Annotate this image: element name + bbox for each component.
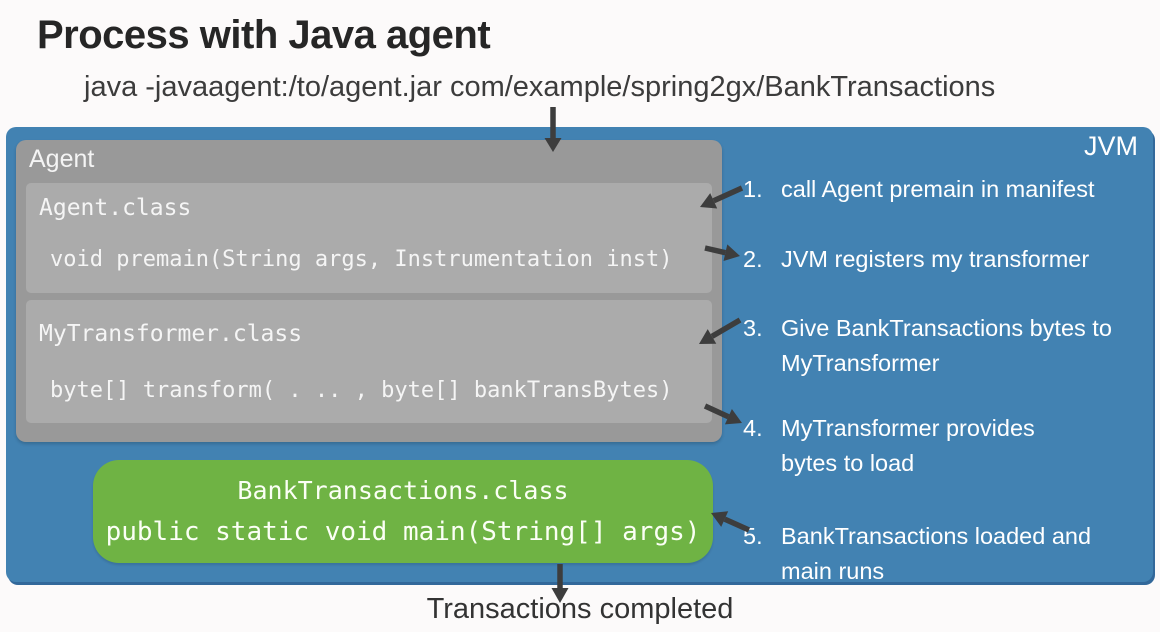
class-name: Agent.class: [39, 195, 192, 221]
step-item-3: 3. Give BankTransactions bytes to MyTran…: [743, 311, 1112, 381]
step-text: BankTransactions loaded and main runs: [781, 519, 1091, 589]
step-number: 4.: [743, 415, 763, 441]
step-item-1: 1. call Agent premain in manifest: [743, 172, 1095, 207]
jvm-box: JVM Agent Agent.class void premain(Strin…: [6, 127, 1153, 582]
mytransformer-class-box: MyTransformer.class byte[] transform( . …: [26, 300, 712, 423]
step-line: main runs: [781, 558, 885, 584]
step-line: Give BankTransactions bytes to: [781, 315, 1112, 341]
class-name: BankTransactions.class: [237, 476, 569, 505]
step-item-5: 5. BankTransactions loaded and main runs: [743, 519, 1091, 589]
step-item-4: 4. MyTransformer provides bytes to load: [743, 411, 1035, 481]
step-line: bytes to load: [781, 450, 915, 476]
method-signature: public static void main(String[] args): [105, 517, 701, 547]
agent-label: Agent: [29, 145, 95, 173]
step-line: BankTransactions loaded and: [781, 523, 1092, 549]
step-text: MyTransformer provides bytes to load: [781, 411, 1035, 481]
banktransactions-class-box: BankTransactions.class public static voi…: [93, 460, 713, 563]
step-line: call Agent premain in manifest: [781, 176, 1095, 202]
step-number: 2.: [743, 246, 763, 272]
footer-caption: Transactions completed: [426, 593, 734, 625]
step-line: MyTransformer provides: [781, 415, 1035, 441]
step-item-2: 2. JVM registers my transformer: [743, 242, 1089, 277]
page-title: Process with Java agent: [37, 13, 491, 57]
jvm-label: JVM: [1084, 131, 1138, 161]
step-text: Give BankTransactions bytes to MyTransfo…: [781, 311, 1112, 381]
class-name: MyTransformer.class: [39, 321, 303, 347]
step-text: call Agent premain in manifest: [781, 172, 1095, 207]
agent-class-box: Agent.class void premain(String args, In…: [26, 183, 712, 293]
agent-box: Agent Agent.class void premain(String ar…: [16, 140, 722, 442]
method-signature: void premain(String args, Instrumentatio…: [50, 247, 673, 272]
command-line: java -javaagent:/to/agent.jar com/exampl…: [84, 71, 996, 103]
step-text: JVM registers my transformer: [781, 242, 1089, 277]
step-line: MyTransformer: [781, 350, 940, 376]
step-number: 5.: [743, 523, 763, 549]
method-signature: byte[] transform( . .. , byte[] bankTran…: [50, 378, 673, 403]
step-number: 3.: [743, 315, 763, 341]
step-number: 1.: [743, 176, 763, 202]
step-line: JVM registers my transformer: [781, 246, 1090, 272]
